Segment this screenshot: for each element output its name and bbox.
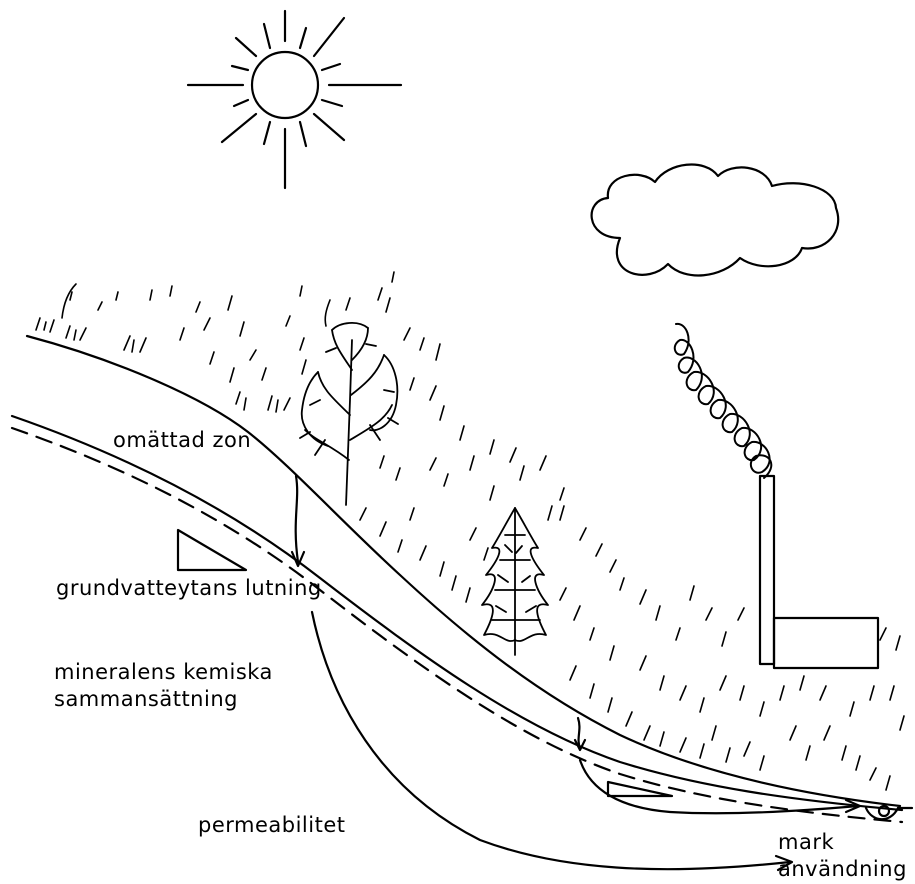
cloud-icon — [592, 165, 839, 276]
mineral-label-line2: sammansättning — [54, 686, 273, 713]
permeability-label: permeabilitet — [198, 813, 345, 837]
ground-surface-line — [27, 336, 900, 806]
deciduous-tree-icon — [300, 323, 398, 505]
land-use-label: mark användning — [778, 829, 907, 883]
conifer-tree-icon — [482, 508, 548, 655]
mineral-label-line1: mineralens kemiska — [54, 659, 273, 686]
slope-triangle-upper — [178, 530, 246, 570]
infiltration-arrow-lower — [575, 718, 585, 750]
slope-triangle-lower — [608, 782, 672, 796]
unsaturated-zone-label: omättad zon — [113, 428, 251, 452]
groundwater-slope-label: grundvatteytans lutning — [56, 576, 322, 600]
smoke-icon — [675, 324, 772, 478]
infiltration-arrow-upper — [292, 476, 304, 566]
land-use-label-line2: användning — [778, 856, 907, 883]
mineral-composition-label: mineralens kemiska sammansättning — [54, 659, 273, 713]
sun-icon — [188, 11, 401, 188]
factory-icon — [760, 476, 878, 668]
deep-flow-arrow — [312, 612, 792, 870]
land-use-label-line1: mark — [778, 829, 907, 856]
